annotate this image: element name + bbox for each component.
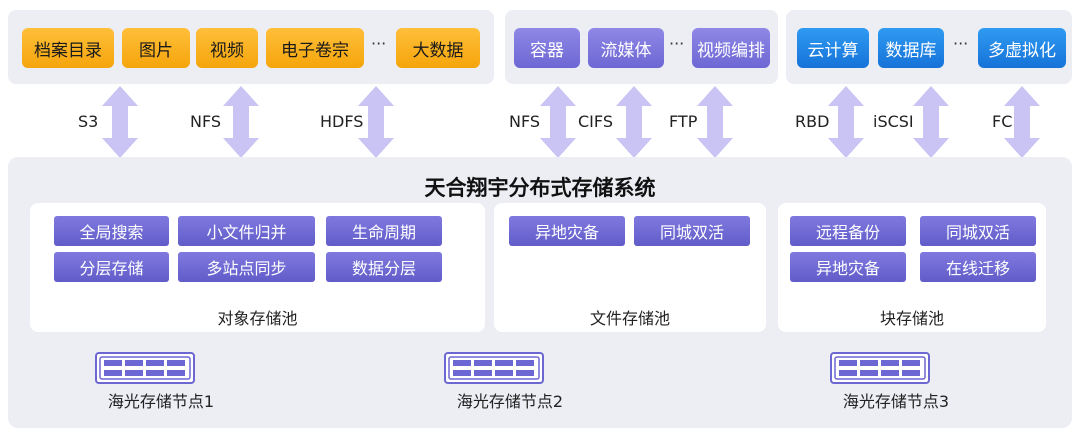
protocol-label: NFS (509, 112, 541, 131)
double-arrow-icon (697, 86, 733, 158)
feature-tag: 异地灾备 (790, 252, 906, 282)
double-arrow-icon (616, 86, 652, 158)
protocol-label: RBD (795, 112, 830, 131)
feature-tag: 数据分层 (326, 252, 442, 282)
pool-name: 文件存储池 (589, 309, 670, 328)
protocol-label: S3 (78, 112, 99, 131)
double-arrow-icon (540, 86, 576, 158)
feature-tag: 同城双活 (920, 216, 1036, 246)
double-arrow-icon (913, 86, 949, 158)
feature-tag: 生命周期 (326, 216, 442, 246)
server-rack-icon (95, 352, 195, 384)
ellipsis: ··· (371, 34, 387, 53)
double-arrow-icon (1004, 86, 1040, 158)
app-chip-container: 容器 (514, 28, 580, 68)
feature-tag: 多站点同步 (178, 252, 315, 282)
protocol-label: FTP (669, 112, 698, 131)
ellipsis: ··· (669, 34, 685, 53)
system-title: 天合翔宇分布式存储系统 (424, 176, 656, 200)
app-chip-multi-virtualization: 多虚拟化 (978, 28, 1066, 68)
node-label: 海光存储节点2 (456, 392, 564, 411)
protocol-label: HDFS (320, 112, 364, 131)
server-rack-icon (830, 352, 930, 384)
app-chip-cloud-computing: 云计算 (797, 28, 869, 68)
feature-tag: 同城双活 (634, 216, 750, 246)
node-label: 海光存储节点1 (107, 392, 215, 411)
double-arrow-icon (102, 86, 138, 158)
server-rack-icon (444, 352, 544, 384)
double-arrow-icon (358, 86, 394, 158)
double-arrow-icon (828, 86, 864, 158)
app-chip-database: 数据库 (878, 28, 944, 68)
protocol-label: FC (992, 112, 1013, 131)
feature-tag: 小文件归并 (178, 216, 315, 246)
feature-tag: 在线迁移 (920, 252, 1036, 282)
app-chip-video-orchestration: 视频编排 (692, 28, 770, 68)
protocol-label: CIFS (578, 112, 613, 131)
app-chip-streaming: 流媒体 (588, 28, 664, 68)
protocol-label: NFS (190, 112, 222, 131)
feature-tag: 远程备份 (790, 216, 906, 246)
protocol-label: iSCSI (873, 112, 914, 131)
app-chip-archive-catalog: 档案目录 (22, 28, 114, 68)
pool-name: 对象存储池 (217, 309, 298, 328)
feature-tag: 异地灾备 (509, 216, 625, 246)
pool-name: 块存储池 (879, 309, 944, 328)
node-label: 海光存储节点3 (842, 392, 950, 411)
ellipsis: ··· (953, 34, 969, 53)
feature-tag: 全局搜索 (54, 216, 169, 246)
app-chip-video: 视频 (196, 28, 258, 68)
feature-tag: 分层存储 (54, 252, 169, 282)
app-chip-big-data: 大数据 (396, 28, 480, 68)
double-arrow-icon (223, 86, 259, 158)
app-chip-e-files: 电子卷宗 (266, 28, 364, 68)
app-chip-images: 图片 (122, 28, 190, 68)
